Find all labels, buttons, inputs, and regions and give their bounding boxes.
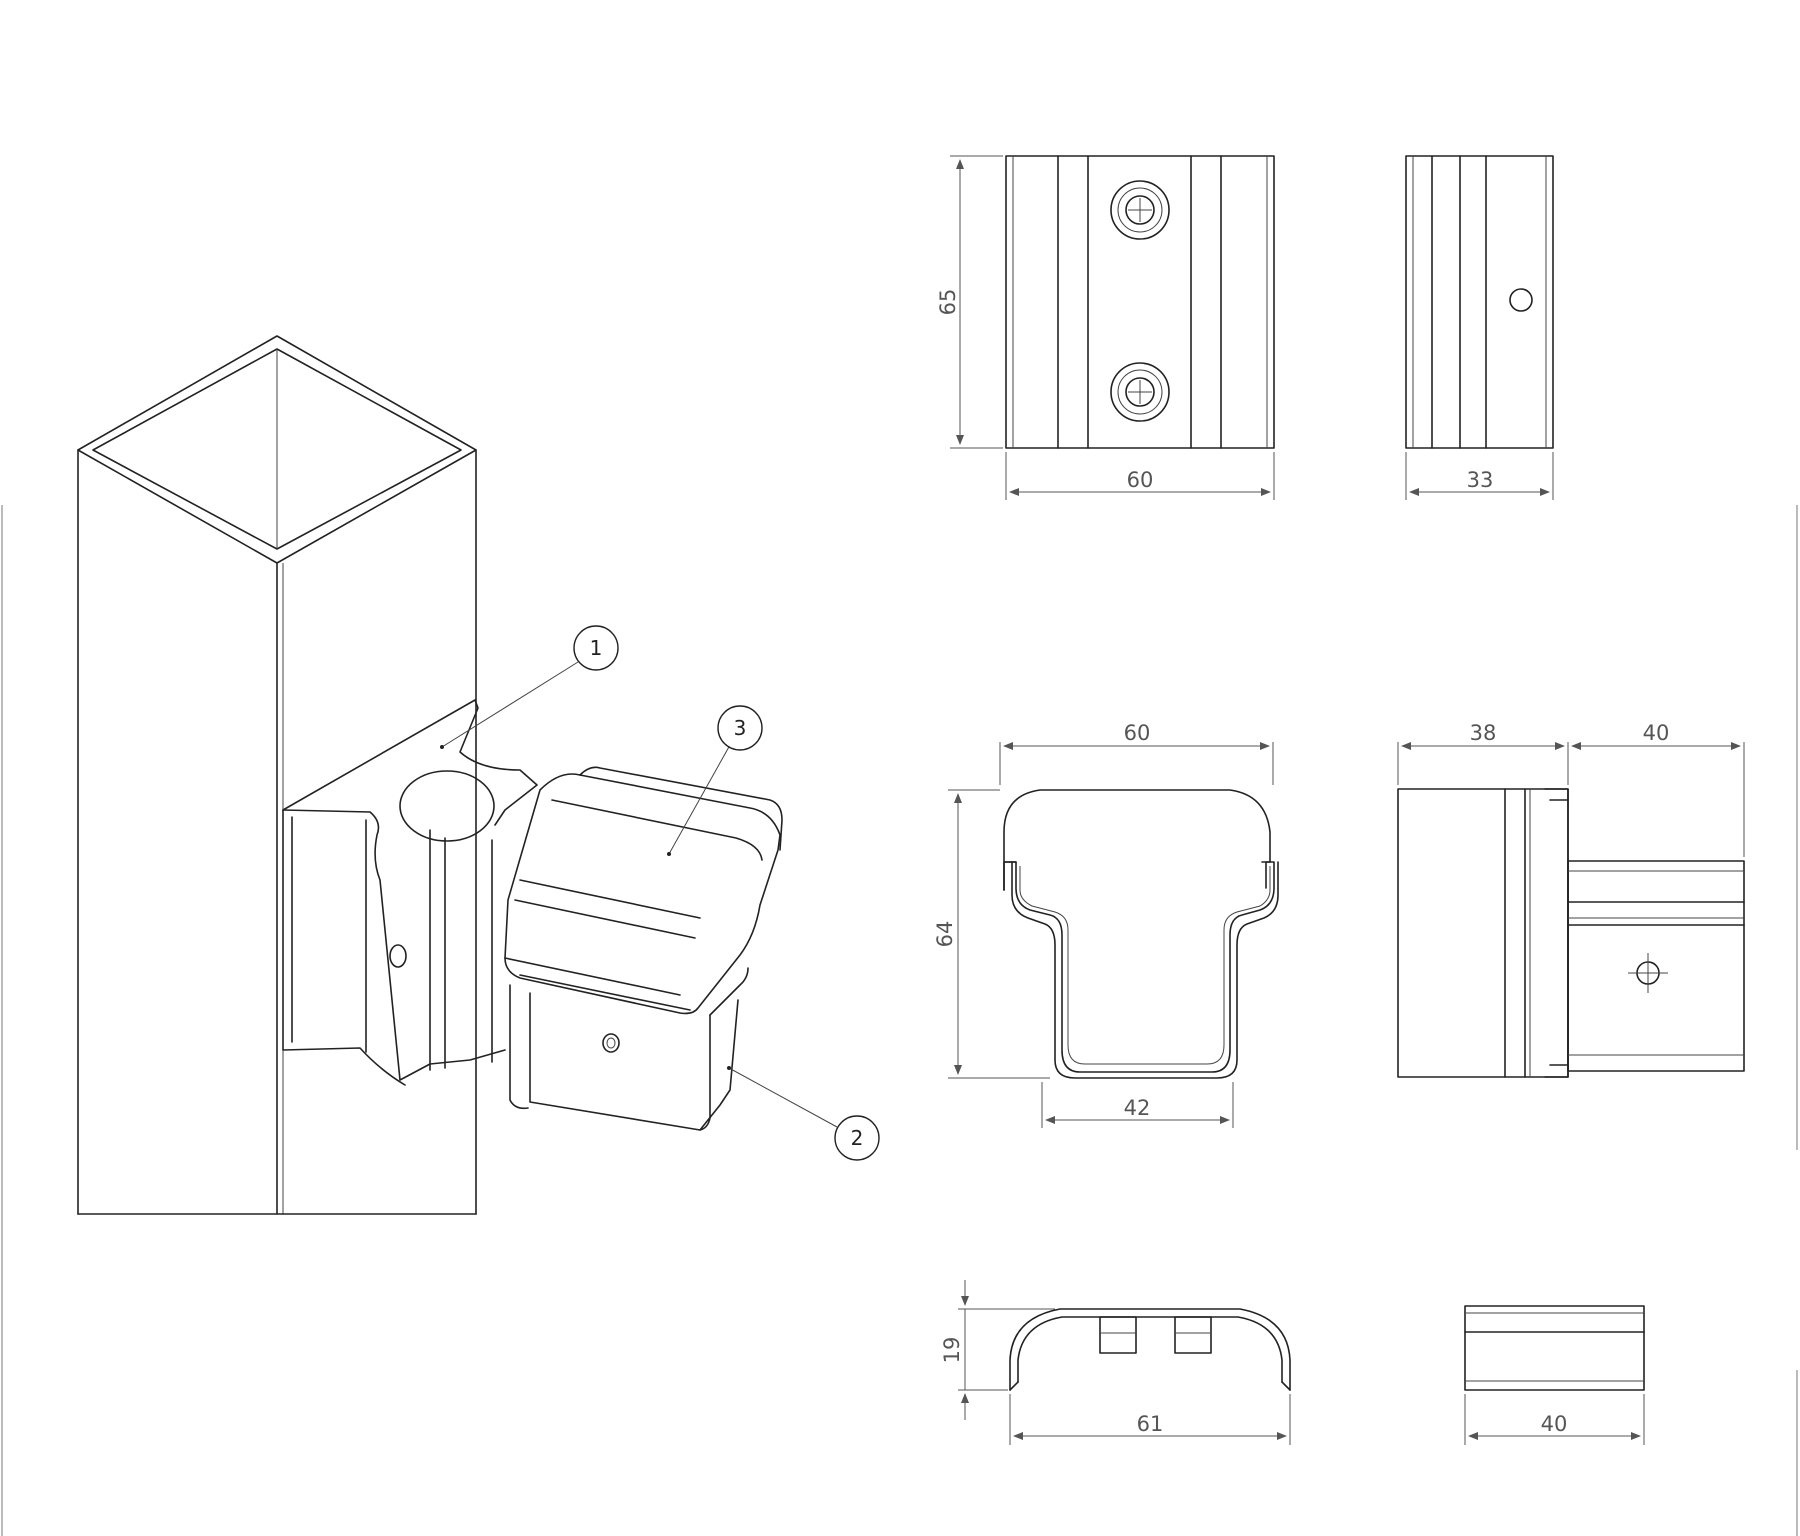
screw-bottom-icon [1110, 362, 1170, 422]
cap-section-view: 19 61 [940, 1280, 1291, 1445]
callout-label-3: 3 [734, 716, 747, 740]
dim-cap-height: 19 [940, 1337, 964, 1364]
callout-3: 3 [667, 705, 763, 856]
hole-icon [1509, 288, 1533, 312]
callout-label-2: 2 [851, 1126, 864, 1150]
page-edge-marks [1, 505, 1798, 1536]
front-view: 65 60 [936, 155, 1275, 500]
dim-side2-width-b: 40 [1643, 721, 1670, 745]
dim-front-height: 65 [936, 289, 960, 316]
dim-front-width: 60 [1127, 468, 1154, 492]
callout-2: 2 [727, 1066, 880, 1161]
dim-cap-side-width: 40 [1541, 1412, 1568, 1436]
dim-plan-height: 64 [933, 921, 957, 948]
dim-side2-width-a: 38 [1470, 721, 1497, 745]
tube-part-2 [509, 967, 749, 1131]
screw-top-icon [1110, 180, 1170, 240]
dim-cap-width: 61 [1137, 1412, 1164, 1436]
bracket-part-1 [282, 699, 538, 1086]
side-view-2: 38 40 [1397, 721, 1745, 1078]
isometric-assembly-view: 1 3 2 [77, 335, 880, 1215]
callout-1: 1 [440, 625, 619, 749]
cap-side-view: 40 [1464, 1305, 1645, 1445]
plan-section-view: 60 64 42 [933, 721, 1279, 1128]
dim-plan-bottom-width: 42 [1124, 1096, 1151, 1120]
callout-label-1: 1 [590, 636, 603, 660]
dim-plan-top-width: 60 [1124, 721, 1151, 745]
side-view: 33 [1405, 155, 1554, 500]
square-post [77, 335, 477, 1215]
sleeve-part-3 [504, 766, 783, 1015]
dim-side-width: 33 [1467, 468, 1494, 492]
crosshair-hole-icon [1628, 953, 1668, 993]
